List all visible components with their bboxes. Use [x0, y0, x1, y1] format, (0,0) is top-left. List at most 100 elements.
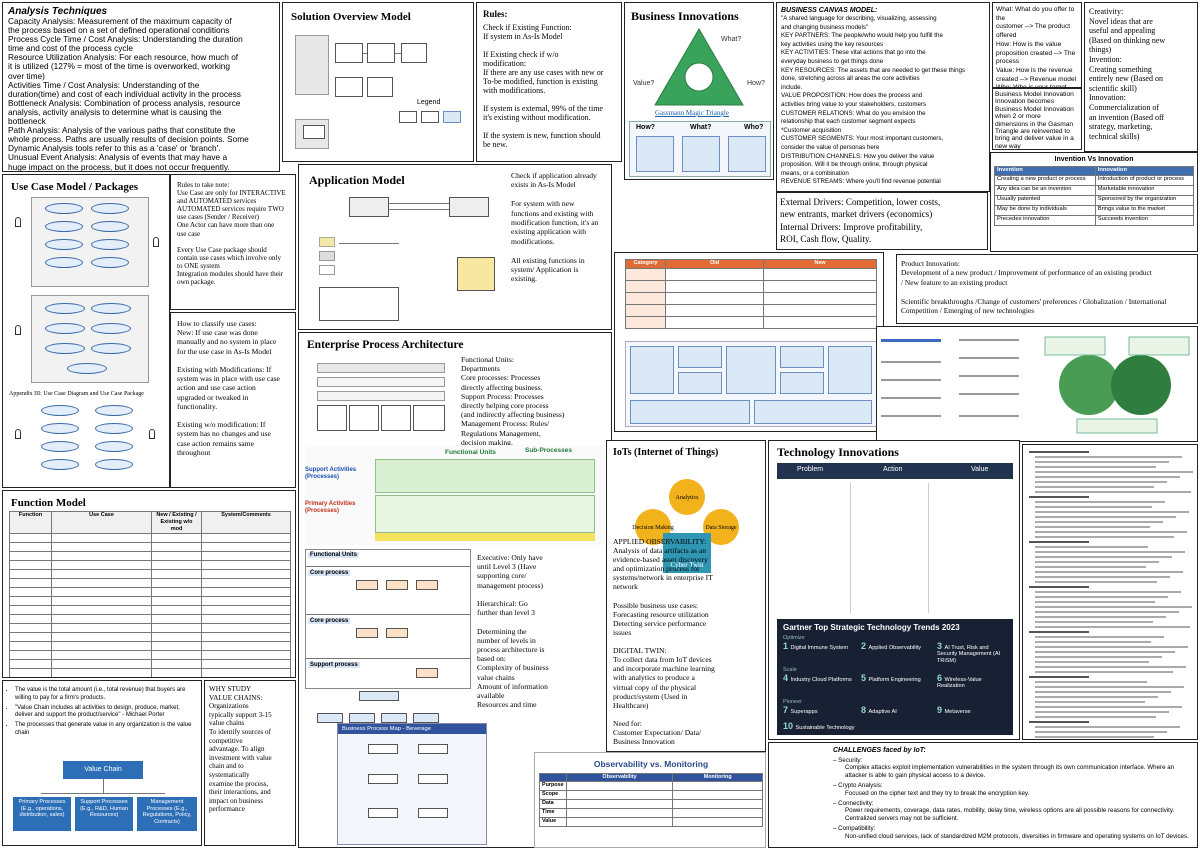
classify-line	[177, 356, 289, 365]
function-cell	[151, 668, 202, 677]
value-chain-bullet: The processes that generate value in any…	[15, 722, 197, 738]
why-line: typically support 3-15	[209, 710, 272, 719]
why-line: examine the process,	[209, 779, 269, 788]
observability-panel: Observability vs. Monitoring Observabili…	[534, 752, 766, 848]
why-line: their interactions, and	[209, 788, 271, 797]
function-cell	[9, 533, 52, 543]
rules-line	[483, 41, 615, 50]
text-line-bar	[1035, 691, 1171, 693]
invention-table-title: Invention Vs Innovation	[1054, 156, 1134, 163]
observability-cell	[565, 790, 674, 800]
creativity-line: Innovation:	[1089, 93, 1126, 103]
innovation-list-a	[881, 335, 951, 435]
business-model-table: Category Old New	[625, 259, 877, 329]
executive-line	[477, 617, 607, 626]
product-innovation-line	[901, 287, 1193, 296]
rules-line: with modifications.	[483, 86, 546, 95]
text-line-bar	[1035, 596, 1168, 598]
gartner-trend-label: AI Trust, Risk and Security Management (…	[937, 645, 1001, 664]
classify-line: upgraded or tweaked in	[177, 392, 249, 402]
analysis-title: Analysis Techniques	[8, 6, 108, 17]
use-case-diagram-bottom	[11, 401, 163, 485]
function-cell	[51, 605, 152, 615]
analysis-line: Resource Utilization Analysis: For each …	[8, 52, 239, 63]
gartner-trend-label: Industry Cloud Platforms	[790, 677, 852, 683]
gartner-trend-item: 5 Platform Engineering	[861, 674, 933, 684]
classify-text: How to classify use cases:New: If use ca…	[177, 319, 289, 457]
why-line: competitive	[209, 736, 243, 745]
bm-innovation-line: Triangle are reinvented to	[995, 128, 1070, 136]
function-cell	[9, 668, 52, 677]
function-cell	[201, 560, 291, 570]
analysis-line: bottleneck	[8, 116, 46, 127]
value-chain-bullets: The value is the total amount (i.e., tot…	[9, 687, 197, 740]
rules-line: If system is external, 99% of the time	[483, 104, 603, 113]
text-line-bar	[1035, 531, 1187, 533]
creativity-line: things)	[1089, 45, 1112, 55]
solution-title: Solution Overview Model	[291, 11, 411, 23]
analysis-line: Dynamic Analysis tools refer to this as …	[8, 143, 221, 154]
why-line: impact on business	[209, 796, 263, 805]
what-how-line: Value: How is the revenue	[996, 66, 1073, 74]
function-cell	[201, 569, 291, 579]
status-header: New / Existing / Existing w/o mod	[151, 511, 202, 534]
observability-row-label: Purpose	[539, 781, 567, 791]
rules-line: be new.	[483, 140, 508, 149]
challenge-body: Power requirements, coverage, data rates…	[845, 807, 1175, 822]
observability-title: Observability vs. Monitoring	[593, 759, 709, 769]
executive-line	[477, 590, 607, 599]
why-line: systematically	[209, 770, 250, 779]
text-line-bar	[1035, 656, 1162, 658]
text-line-bar	[1035, 736, 1154, 738]
driver-line: External Drivers: Competition, lower cos…	[780, 197, 941, 207]
application-rule-line	[511, 190, 607, 199]
creativity-line: Invention:	[1089, 54, 1122, 64]
text-line-bar	[1035, 706, 1182, 708]
epa-swimlane: Functional Units Core process Core proce…	[305, 549, 471, 689]
existing-function-rules-panel: Rules: Check if Existing Function:If sys…	[476, 2, 622, 162]
iot-line: Forecasting resource utilization	[613, 609, 709, 619]
function-cell	[9, 560, 52, 570]
creativity-line: Creating something	[1089, 64, 1152, 74]
canvas-line: "A shared language for describing, visua…	[781, 15, 937, 22]
text-line-bar	[1029, 541, 1089, 543]
iot-line: with analytics to produce a	[613, 673, 695, 683]
text-line-bar	[1035, 641, 1151, 643]
tech-innovations-title: Technology Innovations	[777, 445, 899, 459]
iot-line: and incorporate machine learning	[613, 664, 715, 674]
why-line: performance	[209, 805, 245, 814]
function-row	[9, 569, 291, 579]
iot-challenges-panel: CHALLENGES faced by IoT: – Security:Comp…	[768, 742, 1198, 848]
text-line-bar	[1035, 471, 1193, 473]
gartner-section-scale: Scale	[783, 667, 797, 673]
triangle-what-label: What?	[721, 36, 741, 43]
classify-line: functionality.	[177, 401, 218, 411]
use-case-rule-line: Use Case are only for INTERACTIVE	[177, 189, 286, 198]
bm-innovation-line: dimensions in the Gasman	[995, 120, 1074, 128]
category-header: Category	[625, 259, 666, 269]
challenge-heading: – Compatibility:	[833, 825, 876, 833]
action-arrow: Action	[883, 466, 903, 473]
product-innovation-line: Development of a new product / Improveme…	[901, 268, 1152, 278]
text-line-bar	[1035, 611, 1179, 613]
creativity-line: Commercialization of	[1089, 102, 1159, 112]
function-cell	[201, 542, 291, 552]
text-line-bar	[1035, 576, 1170, 578]
text-line-bar	[1035, 536, 1174, 538]
classify-line: New: If use case was done	[177, 328, 258, 338]
observability-row-label: Time	[539, 808, 567, 818]
canvas-line: consider the value of personas here	[781, 143, 880, 151]
iot-line: product/system (Used in	[613, 691, 688, 701]
use-case-rule-line: use cases (Sender / Receiver)	[177, 213, 260, 222]
gartner-trend-item: 6 Wireless-Value Realization	[937, 674, 1009, 690]
executive-line: further than level 3	[477, 608, 535, 618]
bm-innovation-line: Innovation becomes	[995, 98, 1055, 106]
gartner-trend-item: 1 Digital Immune System	[783, 642, 855, 652]
product-innovation-panel: Product Innovation:Development of a new …	[896, 254, 1198, 324]
iot-panel: IoTs (Internet of Things) Analytics Data…	[606, 440, 766, 752]
use-case-rule-line: Every Use Case package should	[177, 245, 267, 254]
what-how-line: customer --> The product	[996, 23, 1071, 31]
